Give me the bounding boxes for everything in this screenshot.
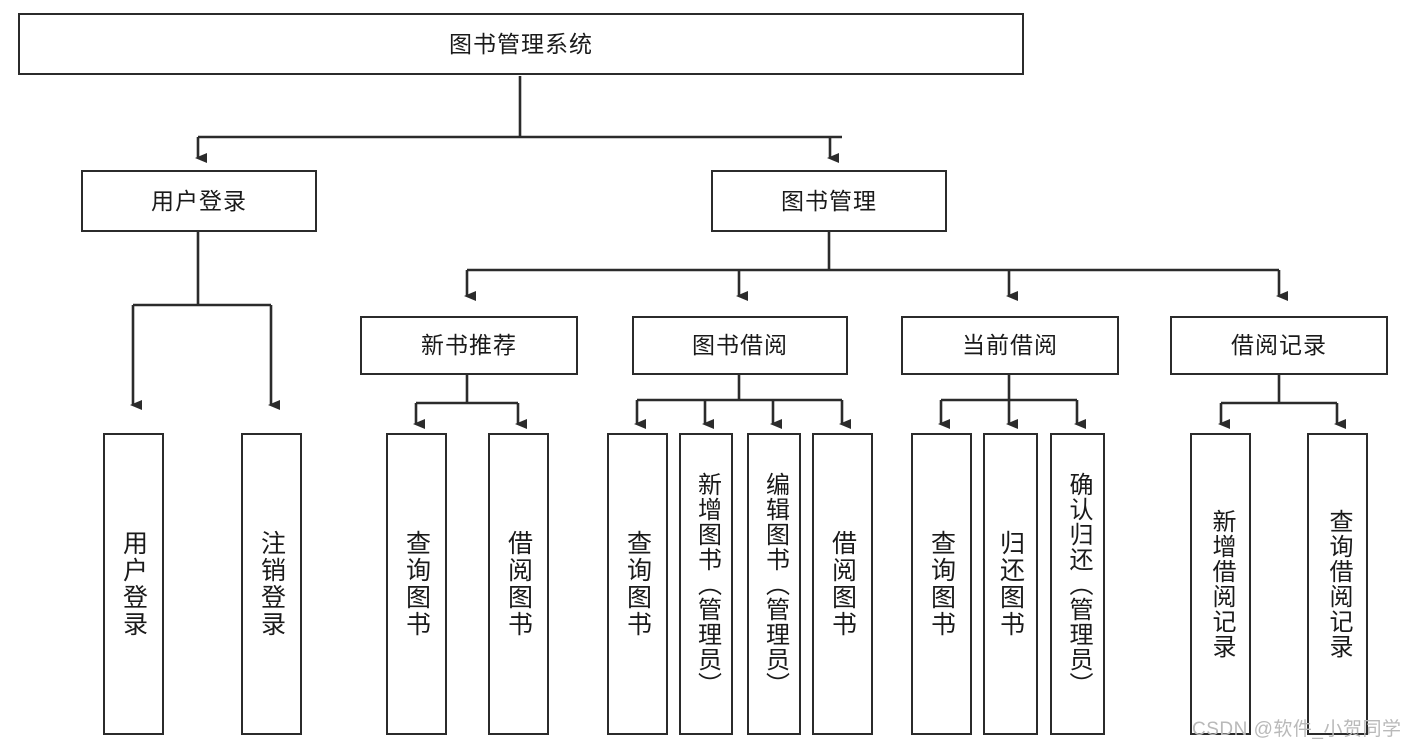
node-leaf-query-book-1-label: 查询图书 [402,530,431,638]
node-new-book-rec[interactable]: 新书推荐 [360,316,578,375]
node-leaf-edit-book-label: 编辑图书（管理员） [761,471,789,697]
node-leaf-edit-book[interactable]: 编辑图书（管理员） [747,433,801,735]
node-leaf-add-book-label: 新增图书（管理员） [693,471,721,697]
node-leaf-logout-login[interactable]: 注销登录 [241,433,302,735]
node-root-label: 图书管理系统 [449,30,593,57]
node-borrow-record[interactable]: 借阅记录 [1170,316,1388,375]
node-leaf-add-record[interactable]: 新增借阅记录 [1190,433,1251,735]
node-leaf-add-record-label: 新增借阅记录 [1207,509,1235,659]
node-new-book-rec-label: 新书推荐 [421,332,517,359]
node-leaf-borrow-book-2[interactable]: 借阅图书 [812,433,873,735]
node-root[interactable]: 图书管理系统 [18,13,1024,75]
node-leaf-query-record-label: 查询借阅记录 [1324,509,1352,659]
node-leaf-query-book-3-label: 查询图书 [927,530,956,638]
node-leaf-confirm-return[interactable]: 确认归还（管理员） [1050,433,1105,735]
node-current-borrow-label: 当前借阅 [962,332,1058,359]
node-leaf-add-book[interactable]: 新增图书（管理员） [679,433,733,735]
node-leaf-query-book-2-label: 查询图书 [623,530,652,638]
node-book-manage[interactable]: 图书管理 [711,170,947,232]
node-user-login[interactable]: 用户登录 [81,170,317,232]
node-current-borrow[interactable]: 当前借阅 [901,316,1119,375]
node-book-borrow[interactable]: 图书借阅 [632,316,848,375]
node-leaf-query-book-3[interactable]: 查询图书 [911,433,972,735]
node-leaf-confirm-return-label: 确认归还（管理员） [1064,471,1092,697]
node-leaf-borrow-book-1[interactable]: 借阅图书 [488,433,549,735]
node-book-borrow-label: 图书借阅 [692,332,788,359]
node-user-login-label: 用户登录 [151,187,247,214]
watermark: CSDN @软件_小贺同学 [1192,719,1402,740]
node-leaf-user-login[interactable]: 用户登录 [103,433,164,735]
node-leaf-query-book-1[interactable]: 查询图书 [386,433,447,735]
node-leaf-query-record[interactable]: 查询借阅记录 [1307,433,1368,735]
node-leaf-query-book-2[interactable]: 查询图书 [607,433,668,735]
node-leaf-return-book-label: 归还图书 [996,530,1025,638]
node-leaf-return-book[interactable]: 归还图书 [983,433,1038,735]
node-leaf-user-login-label: 用户登录 [119,530,148,638]
node-leaf-borrow-book-1-label: 借阅图书 [504,530,533,638]
node-book-manage-label: 图书管理 [781,187,877,214]
node-leaf-logout-login-label: 注销登录 [257,530,286,638]
node-leaf-borrow-book-2-label: 借阅图书 [828,530,857,638]
node-borrow-record-label: 借阅记录 [1231,332,1327,359]
